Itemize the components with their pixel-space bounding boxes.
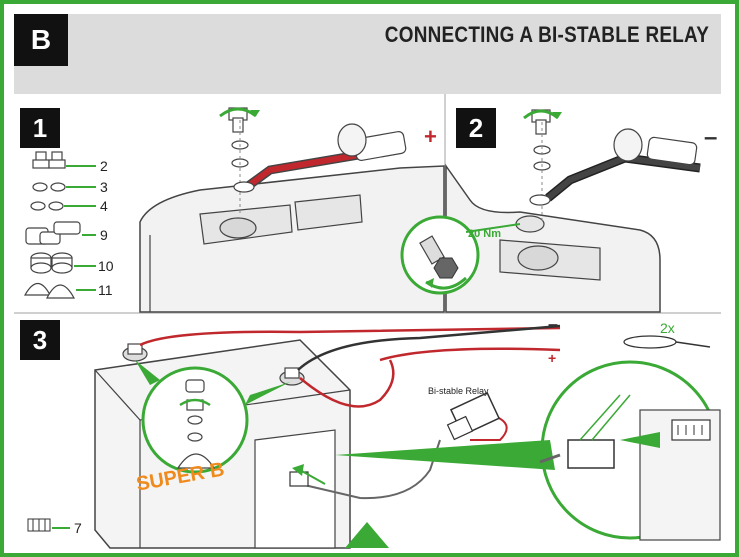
positive-sign-step3: + [548,350,557,366]
bolt-icon [32,151,66,169]
quantity-label: 2x [660,320,675,336]
part-label-10: 10 [98,258,114,274]
step-2-badge: 2 [456,108,496,148]
page-title: CONNECTING A BI-STABLE RELAY [384,22,709,47]
negative-sign: – [704,124,718,151]
part-label-11: 11 [98,282,113,298]
terminal-cover-icon [23,282,76,299]
part-label-2: 2 [100,158,108,174]
section-badge: B [14,14,68,66]
part-label-9: 9 [100,227,108,243]
step-1-badge: 1 [20,108,60,148]
relay-label: Bi-stable Relay [428,386,489,396]
positive-sign: + [424,124,437,149]
spring-washer-icon [32,182,66,192]
part-label-3: 3 [100,179,108,195]
torque-label: 20 Nm [468,228,502,240]
panel-divider-horizontal [14,312,721,314]
step-3-badge: 3 [20,320,60,360]
panel-divider-vertical [444,94,446,312]
header-bar [14,14,721,94]
negative-sign-step3: – [548,314,559,334]
part-label-4: 4 [100,198,108,214]
part-label-7: 7 [74,520,82,536]
terminal-adapter-icon [25,221,81,245]
terminal-cap-icon [30,252,73,274]
flat-washer-icon [30,201,64,211]
terminal-block-icon [27,518,51,532]
